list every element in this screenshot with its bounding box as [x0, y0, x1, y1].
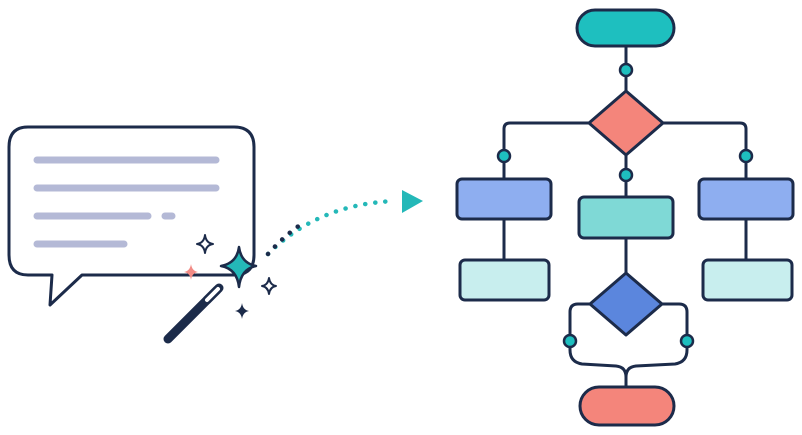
arrow-head-icon	[402, 190, 423, 213]
connector-nodes	[496, 62, 754, 349]
sparkle-small-bottom-icon	[235, 303, 249, 319]
text-lines	[33, 156, 220, 248]
flowchart-decision-top	[587, 89, 665, 157]
wand-tip	[205, 287, 220, 302]
node-bottom-right	[679, 333, 695, 349]
connectors	[502, 46, 748, 386]
sparkle-pink-icon	[184, 264, 198, 280]
connector-decision-right	[624, 302, 689, 378]
node-right	[738, 148, 754, 164]
speech-bubble-icon	[7, 125, 256, 307]
sparkle-small-top-icon	[196, 234, 214, 254]
flowchart-end-terminator	[578, 385, 676, 427]
flowchart-icon	[455, 8, 795, 427]
dotted-arc	[265, 198, 398, 257]
sparkle-large-icon	[219, 245, 258, 289]
connector-left-branch	[502, 121, 589, 179]
flowchart-process-right	[697, 177, 795, 221]
flowchart-process-left-lower	[458, 258, 551, 302]
connector-decision-left	[568, 302, 628, 386]
flowchart-process-left	[455, 177, 553, 221]
node-top	[618, 62, 634, 78]
flowchart-start-terminator	[575, 8, 676, 48]
flowchart-decision-bottom	[588, 271, 664, 337]
sparkle-small-right-icon	[261, 277, 277, 295]
dotted-arc-start	[265, 222, 303, 257]
magic-wand-icon	[163, 283, 224, 344]
sparkles	[184, 234, 277, 319]
flowchart-process-right-lower	[701, 258, 794, 302]
connector-right-branch	[663, 121, 748, 179]
node-middle	[618, 167, 634, 183]
node-bottom-left	[562, 333, 578, 349]
node-left	[496, 148, 512, 164]
flowchart-process-middle	[577, 195, 675, 240]
transform-arrow	[265, 190, 423, 257]
